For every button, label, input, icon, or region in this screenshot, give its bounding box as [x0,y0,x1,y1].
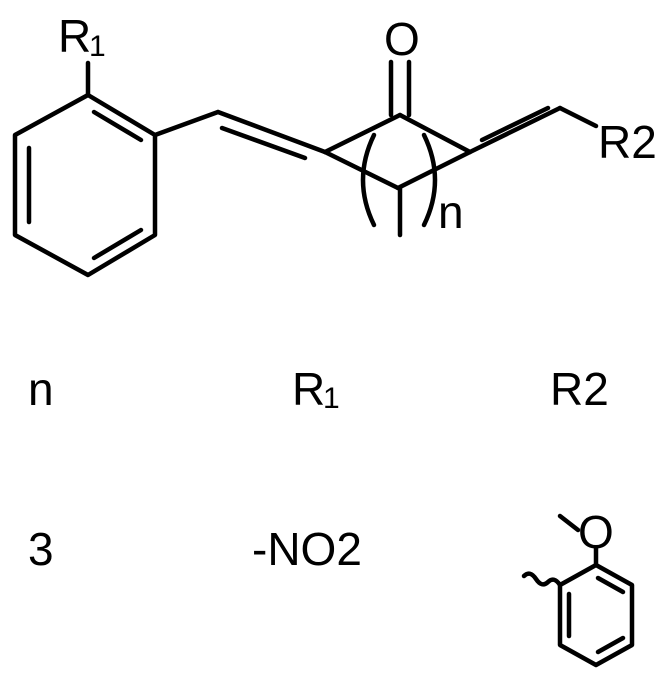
left-benzene-ring [12,92,158,278]
carbonyl-double-bond [388,59,412,118]
ring-size-n-label: n [438,186,464,238]
header-r1-subscript: 1 [323,382,340,415]
carbonyl-oxygen-label: O [384,13,420,65]
r2-label: R2 [598,116,657,168]
r1-subscript: 1 [89,30,106,63]
header-r1: R [292,363,325,415]
exocyclic-double-bond-left [215,109,328,161]
row-n-value: 3 [28,523,54,575]
methoxy-oxygen-label: O [578,506,614,558]
header-n: n [28,363,54,415]
header-r2: R2 [550,363,609,415]
bis-benzylidene-cycloalkanone-scaffold: R 1 n O R2 [12,10,657,278]
exocyclic-double-bond-right [467,105,563,155]
substituent-table-header: n R 1 R2 [28,363,609,415]
cycloalkanone-ring: n [322,112,473,238]
r1-label: R [58,10,91,62]
r2-methoxyphenyl-structure: O [521,506,635,668]
wavy-attachment-bond [521,571,563,588]
table-row: 3 -NO2 O [28,506,635,668]
row-r1-value: -NO2 [252,523,362,575]
aryl-vinyl-bond-left [152,109,221,138]
r2-bond [557,105,599,129]
